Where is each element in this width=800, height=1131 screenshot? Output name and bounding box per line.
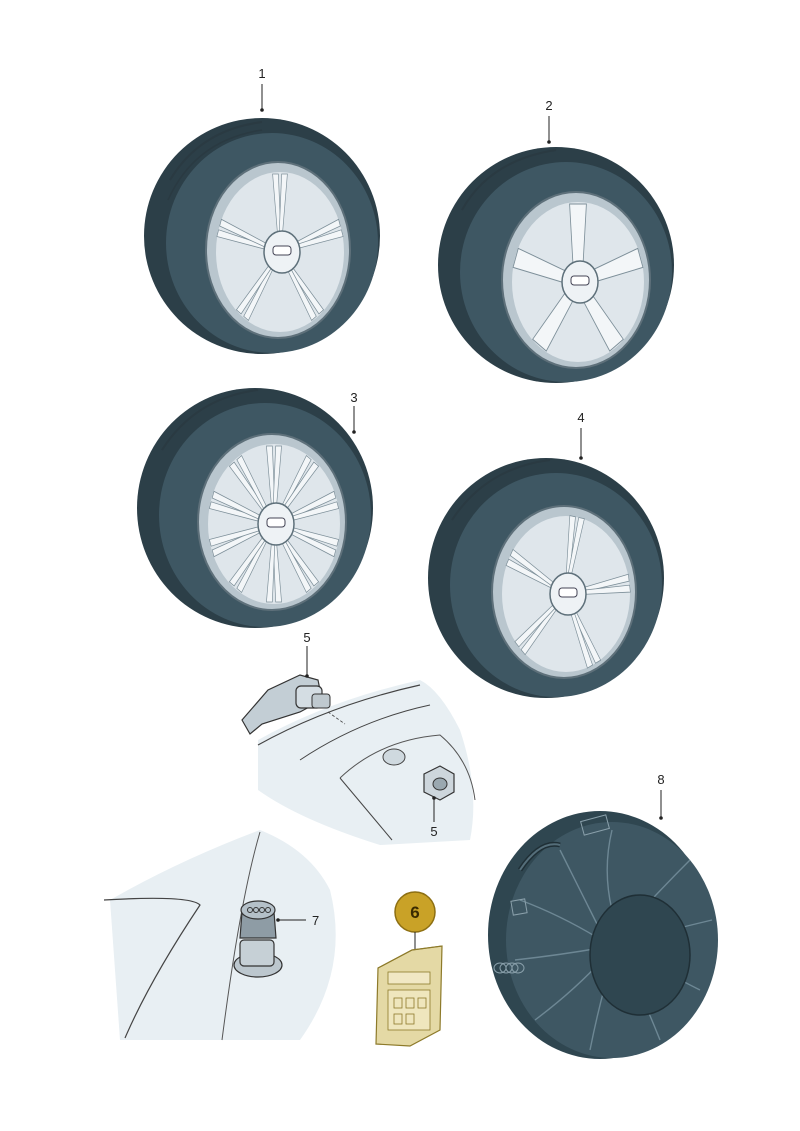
valve-nut — [423, 765, 455, 801]
wheel-2 — [438, 147, 674, 383]
callout-1: 1 — [258, 66, 265, 81]
valve-section-background — [103, 830, 336, 1041]
callout-7: 7 — [312, 913, 319, 928]
callout-4: 4 — [577, 410, 584, 425]
callout-3: 3 — [350, 390, 357, 405]
parts-package — [375, 945, 443, 1047]
wheel-4 — [428, 458, 664, 698]
wheel-cover-bag — [488, 811, 718, 1059]
callout-5-nut: 5 — [430, 824, 437, 839]
rim-section-background — [257, 680, 476, 845]
callout-6: 6 — [410, 903, 419, 922]
callout-5-sensor: 5 — [303, 630, 310, 645]
wheel-1 — [144, 118, 380, 354]
callout-2: 2 — [545, 98, 552, 113]
valve-cap — [233, 900, 283, 978]
tpms-sensor — [241, 674, 346, 735]
callout-8: 8 — [657, 772, 664, 787]
wheel-3 — [137, 388, 373, 628]
